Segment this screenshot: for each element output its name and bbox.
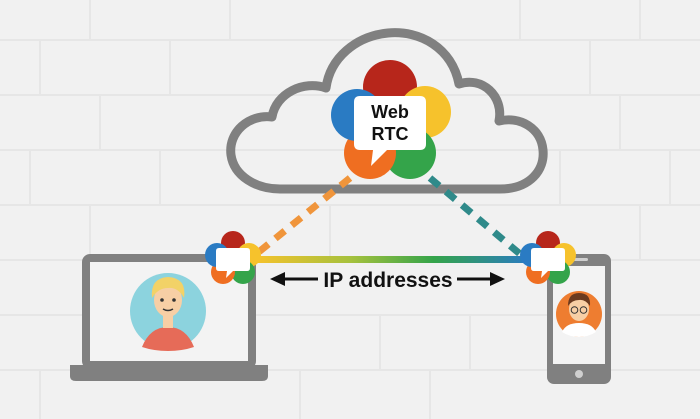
logo-text-rtc: RTC: [372, 124, 409, 144]
connection-line: [255, 256, 530, 263]
double-arrow-icon: [270, 272, 505, 286]
webrtc-logo-small-right: [520, 231, 576, 284]
webrtc-logo-small-left: [205, 231, 261, 284]
logo-text-web: Web: [371, 102, 409, 122]
laptop-icon: [70, 254, 268, 381]
user-avatar-icon: [130, 273, 206, 351]
cloud-icon: [226, 28, 548, 194]
connection-label: IP addresses: [323, 269, 452, 292]
smartphone-icon: [547, 254, 611, 384]
user-avatar-icon: [556, 291, 602, 337]
webrtc-logo: Web RTC: [331, 60, 451, 179]
